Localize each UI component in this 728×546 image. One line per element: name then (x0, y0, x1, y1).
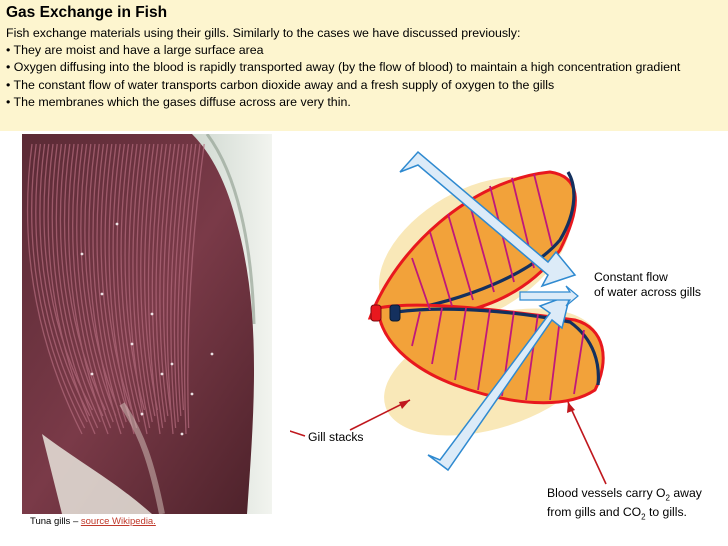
blood-text: to gills. (645, 505, 687, 520)
intro-text: Fish exchange materials using their gill… (6, 25, 722, 111)
gill-stacks-label: Gill stacks (308, 430, 364, 444)
bullet-item: • They are moist and have a large surfac… (6, 43, 264, 58)
water-arrow-top (399, 150, 577, 288)
blood-text: away (669, 486, 702, 500)
intro-line: Fish exchange materials using their gill… (6, 26, 521, 40)
caption-text: Tuna gills – (30, 516, 81, 527)
tuna-gills-photo (22, 134, 272, 514)
water-flow-line-1: Constant flow (594, 270, 668, 284)
bullet-item: • Oxygen diffusing into the blood is rap… (6, 60, 681, 75)
water-flow-label: Constant flow of water across gills (594, 270, 701, 300)
blood-sub: 2 (665, 493, 670, 503)
gill-diagram (290, 150, 607, 485)
blood-text: Blood vessels carry O (547, 486, 666, 500)
header-panel: Gas Exchange in Fish Fish exchange mater… (0, 0, 728, 131)
page-title: Gas Exchange in Fish (6, 4, 168, 21)
bullet-item: • The membranes which the gases diffuse … (6, 94, 351, 109)
water-flow-line-2: of water across gills (594, 285, 702, 299)
blood-sub: 2 (641, 512, 646, 522)
source-link[interactable]: source Wikipedia. (80, 516, 156, 527)
bullet-item: • The constant flow of water transports … (6, 77, 555, 92)
blood-text: from gills and CO (547, 505, 642, 520)
blood-vessels-label: Blood vessels carry O2 away from gills a… (547, 486, 702, 525)
photo-caption: Tuna gills – source Wikipedia. (30, 516, 156, 527)
